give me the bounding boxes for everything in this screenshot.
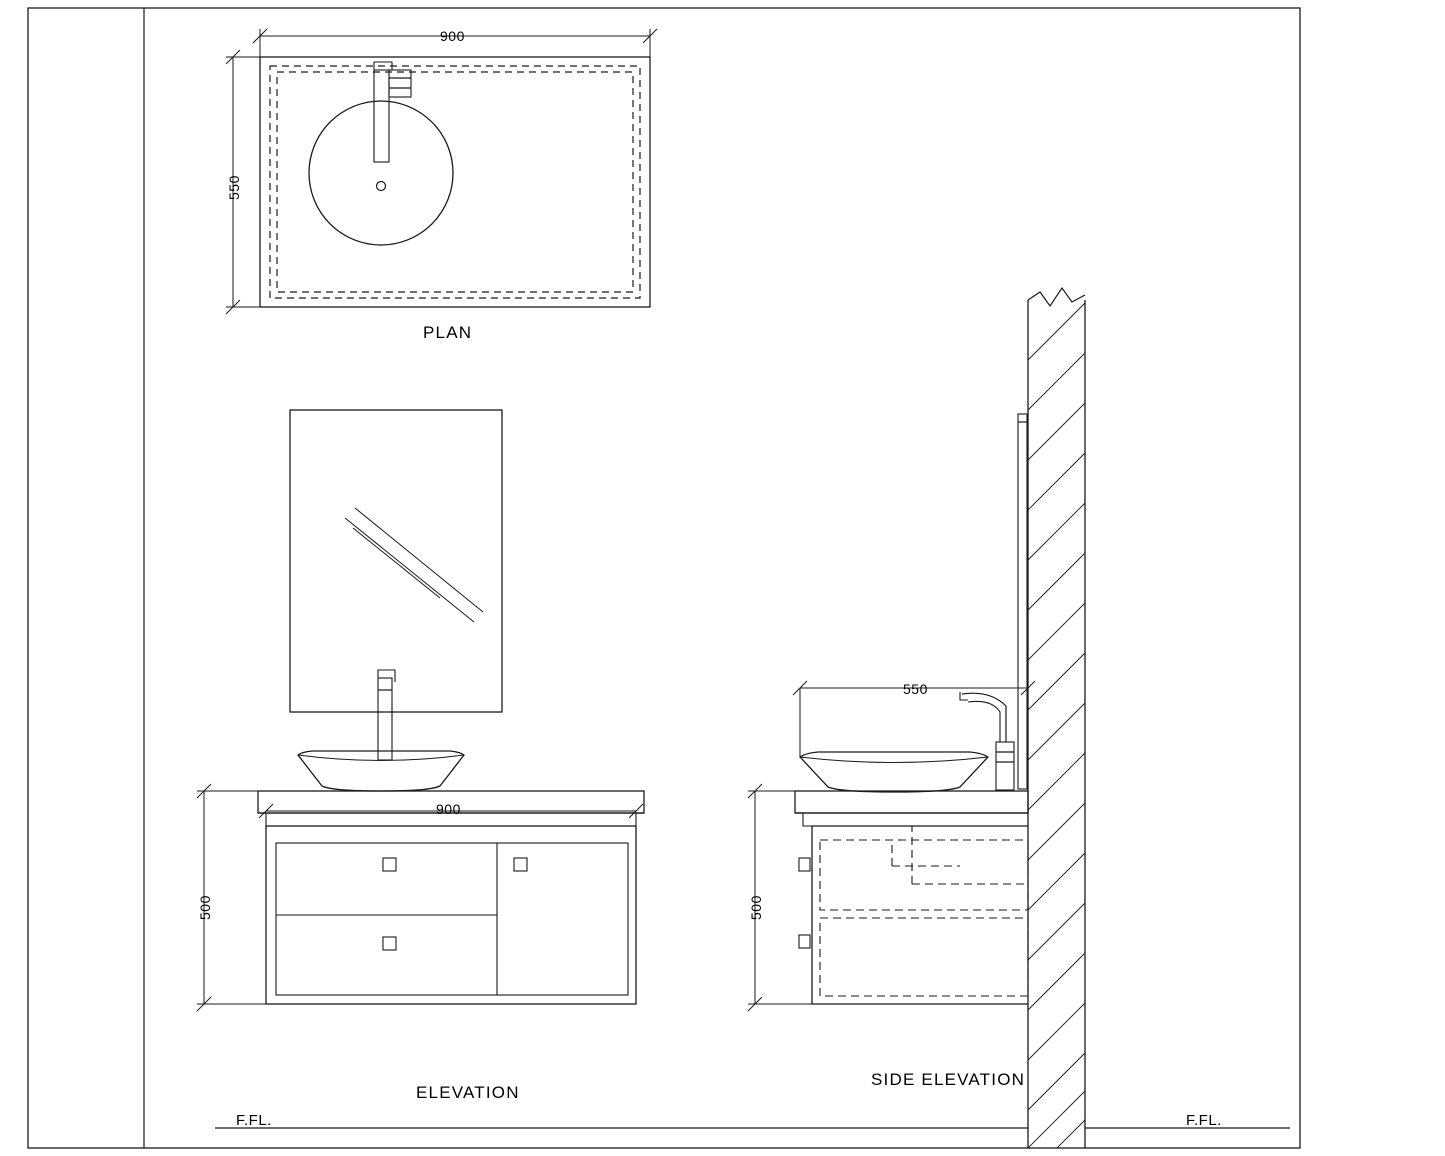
side-elevation-title: SIDE ELEVATION bbox=[871, 1070, 1026, 1089]
side-depth-dimension-label: 550 bbox=[903, 681, 928, 697]
plan-depth-dimension-label: 550 bbox=[226, 175, 242, 200]
elevation-width-dimension-label: 900 bbox=[436, 801, 461, 817]
elevation-view bbox=[257, 409, 645, 1005]
plan-width-dimension bbox=[252, 28, 658, 57]
elevation-height-dimension bbox=[196, 783, 266, 1012]
ffl-label-left: F.FL. bbox=[236, 1112, 272, 1129]
plan-title: PLAN bbox=[423, 323, 473, 342]
plan-view bbox=[259, 56, 651, 308]
ffl-label-right: F.FL. bbox=[1186, 1112, 1222, 1129]
side-height-dimension bbox=[747, 783, 812, 1012]
side-depth-dimension bbox=[792, 680, 1036, 791]
side-height-dimension-label: 500 bbox=[748, 895, 764, 920]
elevation-height-dimension-label: 500 bbox=[197, 895, 213, 920]
plan-depth-dimension bbox=[225, 49, 260, 315]
elevation-title: ELEVATION bbox=[416, 1083, 520, 1102]
elevation-width-dimension bbox=[258, 803, 644, 819]
side-elevation-view bbox=[794, 286, 1086, 1149]
sheet-border bbox=[27, 7, 1301, 1149]
plan-width-dimension-label: 900 bbox=[440, 28, 465, 44]
